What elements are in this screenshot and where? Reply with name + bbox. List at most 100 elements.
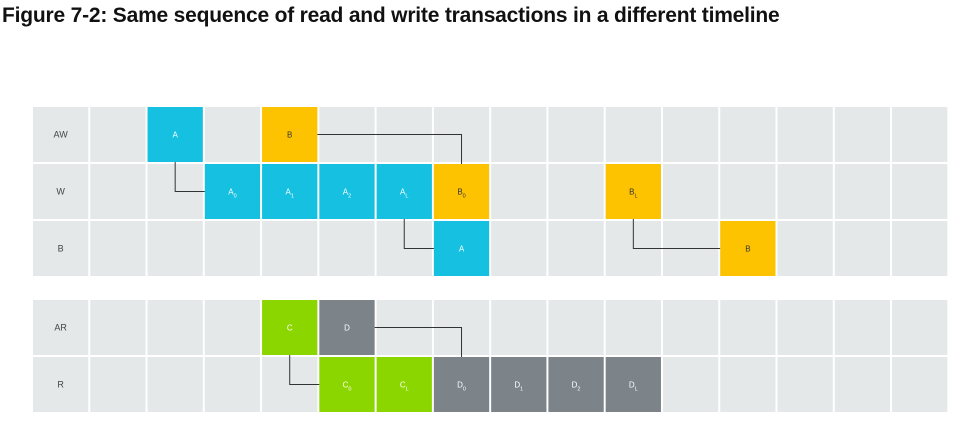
grid-cell (777, 164, 833, 219)
transaction-cell-w-bl (605, 164, 661, 219)
grid-cell (90, 357, 146, 412)
grid-cell (892, 300, 948, 355)
grid-cell (720, 300, 776, 355)
grid-cell (33, 221, 89, 276)
grid-cell (834, 164, 891, 219)
grid-cell (548, 300, 604, 355)
transaction-cell-ar-c (262, 300, 318, 355)
grid-cell (777, 300, 833, 355)
transaction-cell-aw-a (147, 107, 203, 162)
grid-cell (147, 221, 203, 276)
transaction-cell-b-a-label: A (459, 245, 465, 254)
grid-cell (777, 357, 833, 412)
transaction-cell-ar-d (319, 300, 375, 355)
transaction-cell-r-cl-label: CL (400, 381, 409, 393)
grid-cell (662, 300, 719, 355)
grid-cell (204, 107, 261, 162)
grid-cell (204, 221, 261, 276)
grid-cell (548, 107, 604, 162)
transaction-cell-w-al (376, 164, 432, 219)
transaction-cell-r-d1 (491, 357, 547, 412)
grid-cell (834, 357, 891, 412)
transaction-cell-r-c0-label: C0 (343, 381, 352, 393)
transaction-cell-w-a1-label: A1 (286, 188, 294, 200)
dependency-connector (403, 219, 434, 249)
grid-cell (491, 107, 547, 162)
transaction-cell-r-c0 (319, 357, 375, 412)
grid-cell (548, 164, 604, 219)
dependency-connector (374, 327, 463, 357)
grid-cell (90, 300, 146, 355)
transaction-cell-r-d2-label: D2 (572, 381, 581, 393)
grid-cell (834, 107, 891, 162)
grid-cell (90, 107, 146, 162)
transaction-cell-r-cl (376, 357, 432, 412)
grid-cell (720, 107, 776, 162)
grid-cell (777, 107, 833, 162)
grid-cell (204, 357, 261, 412)
grid-cell (319, 221, 375, 276)
grid-cell (491, 164, 547, 219)
row-label-w: W (56, 187, 65, 197)
grid-cell (204, 300, 261, 355)
transaction-cell-aw-b-label: B (287, 131, 292, 140)
row-label-ar: AR (54, 323, 67, 333)
transaction-cell-r-d0 (433, 357, 490, 412)
grid-cell (90, 164, 146, 219)
grid-cell (662, 107, 719, 162)
transaction-cell-r-d0-label: D0 (457, 381, 466, 393)
grid-cell (834, 221, 891, 276)
grid-cell (605, 300, 661, 355)
transaction-cell-w-a0 (204, 164, 261, 219)
grid-cell (662, 357, 719, 412)
transaction-cell-aw-b (262, 107, 318, 162)
grid-cell (662, 164, 719, 219)
transaction-cell-w-al-label: AL (400, 188, 408, 200)
transaction-cell-w-a0-label: A0 (228, 188, 236, 200)
transaction-cell-w-b0-label: B0 (457, 188, 465, 200)
grid-cell (834, 300, 891, 355)
row-label-b: B (58, 244, 64, 254)
grid-cell (147, 300, 203, 355)
grid-cell (33, 107, 89, 162)
row-label-r: R (57, 380, 64, 390)
figure-title: Figure 7-2: Same sequence of read and wr… (2, 4, 780, 27)
grid-cell (33, 300, 89, 355)
grid-cell (491, 221, 547, 276)
transaction-cell-r-d2 (548, 357, 604, 412)
transaction-cell-w-a2 (319, 164, 375, 219)
grid-cell (33, 164, 89, 219)
grid-cell (147, 357, 203, 412)
transaction-cell-ar-c-label: C (287, 324, 293, 333)
transaction-cell-r-dl-label: DL (629, 381, 638, 393)
transaction-cell-ar-d-label: D (344, 324, 350, 333)
grid-cell (605, 107, 661, 162)
grid-cell (777, 221, 833, 276)
transaction-cell-w-a2-label: A2 (343, 188, 351, 200)
dependency-connector (317, 134, 463, 164)
grid-cell (892, 164, 948, 219)
transaction-cell-b-b-label: B (745, 245, 750, 254)
transaction-cell-b-a (433, 221, 490, 276)
transaction-cell-b-b (720, 221, 776, 276)
grid-cell (720, 357, 776, 412)
grid-cell (720, 164, 776, 219)
grid-cell (262, 221, 318, 276)
grid-cell (90, 221, 146, 276)
dependency-connector (289, 355, 320, 385)
grid-cell (892, 107, 948, 162)
dependency-connector (174, 162, 205, 192)
transaction-cell-w-a1 (262, 164, 318, 219)
transaction-cell-r-d1-label: D1 (514, 381, 523, 393)
grid-cell (892, 221, 948, 276)
row-label-aw: AW (54, 130, 69, 140)
transaction-cell-w-b0 (433, 164, 490, 219)
grid-cell (33, 357, 89, 412)
dependency-connector (632, 219, 721, 249)
transaction-cell-r-dl (605, 357, 661, 412)
grid-cell (892, 357, 948, 412)
grid-cell (548, 221, 604, 276)
transaction-cell-aw-a-label: A (173, 131, 179, 140)
grid-cell (491, 300, 547, 355)
